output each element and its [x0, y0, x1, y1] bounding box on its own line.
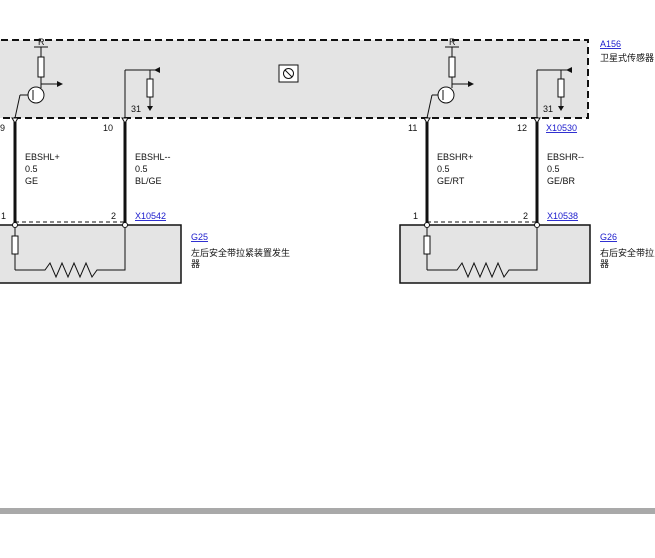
g25-ref-link[interactable]: G25 — [191, 232, 208, 242]
wire-label-ebshl-minus-size: 0.5 — [135, 164, 148, 174]
wire-label-ebshr-minus-color: GE/BR — [547, 176, 576, 186]
x10538-link[interactable]: X10538 — [547, 211, 578, 221]
g26-description-line2: 器 — [600, 259, 609, 269]
pin-11: 11 — [408, 123, 417, 133]
pin-12: 12 — [517, 123, 527, 133]
resistor-label-right: R — [449, 37, 456, 47]
wire-label-ebshr-plus-name: EBSHR+ — [437, 152, 473, 162]
a156-left-resistor-circuit — [14, 46, 63, 119]
wire-label-ebshr-minus-name: EBSHR-- — [547, 152, 584, 162]
g26-description-line1: 右后安全带拉紧装置发生 — [600, 247, 655, 258]
g26-ref-link[interactable]: G26 — [600, 232, 617, 242]
wire-label-ebshl-plus-color: GE — [25, 176, 38, 186]
pin-9: 9 — [0, 123, 5, 133]
x10530-link[interactable]: X10530 — [546, 123, 577, 133]
footer-divider-bar — [0, 508, 655, 514]
x10542-link[interactable]: X10542 — [135, 211, 166, 221]
a156-description: 卫星式传感器 — [600, 52, 654, 63]
resistor-label-left: R — [38, 37, 45, 47]
a156-sensor-symbol — [278, 64, 299, 83]
wire-label-ebshr-plus-size: 0.5 — [437, 164, 450, 174]
wire-label-ebshl-plus-size: 0.5 — [25, 164, 38, 174]
pin-10: 10 — [103, 123, 113, 133]
g25-pin-2: 2 — [111, 211, 116, 221]
a156-pin-markers — [11, 117, 541, 124]
wire-label-ebshl-minus-name: EBSHL-- — [135, 152, 171, 162]
wire-label-ebshr-minus-size: 0.5 — [547, 164, 560, 174]
a156-right-resistor-circuit — [426, 46, 474, 119]
g26-module — [399, 222, 591, 284]
wire-label-ebshl-plus-name: EBSHL+ — [25, 152, 60, 162]
g25-description-line2: 器 — [191, 259, 200, 269]
wire-labels: EBSHL+ 0.5 GE EBSHL-- 0.5 BL/GE EBSHR+ 0… — [25, 152, 584, 186]
g26-pin-1: 1 — [413, 211, 418, 221]
a156-right-ground-circuit — [536, 67, 572, 118]
g25-pin-1: 1 — [1, 211, 6, 221]
g25-module — [0, 222, 182, 284]
a156-left-ground-circuit — [124, 67, 160, 118]
wire-label-ebshr-plus-color: GE/RT — [437, 176, 465, 186]
a156-ref-link[interactable]: A156 — [600, 39, 621, 49]
g25-description-line1: 左后安全带拉紧装置发生 — [191, 247, 290, 258]
wire-bundle — [13, 118, 539, 225]
pin-31-right: 31 — [543, 104, 553, 114]
wire-label-ebshl-minus-color: BL/GE — [135, 176, 162, 186]
g26-pin-2: 2 — [523, 211, 528, 221]
pin-31-left: 31 — [131, 104, 141, 114]
